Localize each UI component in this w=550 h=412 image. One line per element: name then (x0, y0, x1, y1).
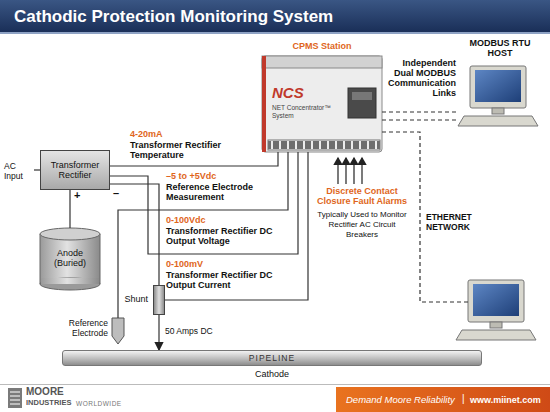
node-label: PIPELINE (63, 353, 481, 364)
diagram-label: – (113, 188, 123, 198)
anode: Anode (Buried) (40, 228, 100, 290)
edge-label: 50 Amps DC (165, 326, 235, 336)
anode-cylinder (40, 228, 100, 290)
node-label: Shunt (124, 294, 148, 304)
node-label: Reference Electrode (54, 318, 108, 338)
host-computer (458, 66, 538, 126)
signal-wire (118, 152, 288, 318)
diagram-label: | (462, 394, 470, 404)
edge-label: –5 to +5Vdc (166, 171, 266, 181)
title-band (0, 0, 550, 32)
signal-wire (158, 315, 159, 350)
rectifier-box: Transformer Rectifier (40, 150, 110, 190)
diagram-label: Transformer Rectifier Temperature (130, 140, 250, 160)
diagram-label: ETHERNET NETWORK (426, 212, 482, 232)
cpms-device (262, 56, 382, 152)
node-label: MODBUS RTU HOST (458, 38, 542, 58)
alarm-arrows (338, 158, 362, 184)
title-rule (0, 32, 550, 34)
edge-label: 4-20mA (130, 129, 210, 139)
diagram-label: Typically Used to Monitor Rectifier AC C… (312, 210, 412, 240)
edge-label: 0-100mV (166, 259, 266, 269)
network-computer (456, 280, 536, 340)
modbus-link (382, 111, 458, 112)
reference-electrode: Reference Electrode (112, 318, 124, 344)
diagram-label: www.miinet.com (470, 395, 548, 405)
footer-rule (0, 384, 550, 385)
diagram-title: Cathodic Protection Monitoring System (14, 7, 333, 27)
moore-logo (8, 388, 22, 408)
diagram-label: AC Input (4, 161, 34, 181)
node-label: CPMS Station (252, 41, 392, 51)
diagram-label: Reference Electrode Measurement (166, 182, 274, 202)
signal-wire (165, 152, 308, 300)
diagram-label: Discrete Contact Closure Fault Alarms (312, 186, 412, 206)
diagram-label: Transformer Rectifier DC Output Current (166, 270, 274, 290)
diagram-label: MOORE (26, 387, 86, 397)
diagram-label: Transformer Rectifier DC Output Voltage (166, 226, 274, 246)
modbus-link (382, 119, 458, 120)
cpms-station: CPMS StationNCSNET Concentrator™ System (262, 56, 382, 152)
node-text: NET Concentrator™ System (272, 104, 352, 120)
node-text: NCS (272, 84, 304, 101)
diagram-label: Demand Moore Reliability (346, 395, 462, 405)
node-label: Anode (Buried) (40, 248, 100, 268)
node-text: Cathode (63, 369, 481, 379)
shunt: Shunt (153, 285, 165, 315)
signal-wire (110, 184, 159, 285)
pipeline: PIPELINECathode (62, 350, 482, 366)
modbus-host: MODBUS RTU HOST (458, 38, 542, 130)
signal-wire (110, 152, 298, 254)
diagram-label: + (74, 190, 84, 200)
diagram-label: WORLDWIDE (76, 399, 136, 409)
footer-bar (336, 387, 550, 412)
electrode-symbol (112, 318, 124, 344)
edge-label: Independent Dual MODBUS Communication Li… (384, 58, 456, 98)
signal-wire (69, 190, 70, 228)
edge-label: 0-100Vdc (166, 215, 266, 225)
node-label: Transformer Rectifier (43, 160, 107, 180)
